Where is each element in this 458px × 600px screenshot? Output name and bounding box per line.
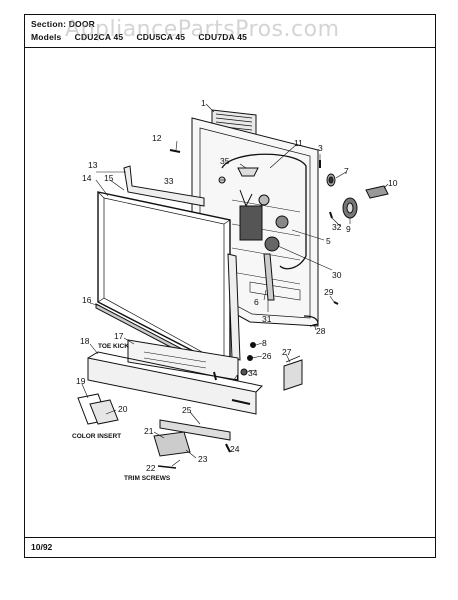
- callout-20: 20: [118, 404, 128, 414]
- top-bracket: [123, 165, 205, 207]
- callout-35: 35: [220, 156, 230, 166]
- kick-plate-18: [87, 351, 264, 415]
- models-label: Models: [31, 32, 62, 42]
- trim-screws: [157, 465, 177, 469]
- callout-29: 29: [324, 287, 334, 297]
- screw-4: [213, 371, 217, 381]
- bracket-23: [153, 431, 191, 457]
- callout-31: 31: [262, 314, 272, 324]
- callout-13: 13: [88, 160, 98, 170]
- toe-kick-panel: [127, 339, 239, 381]
- callout-11: 11: [294, 138, 303, 148]
- callout-14: 14: [82, 173, 92, 183]
- callout-34: 34: [248, 368, 258, 378]
- callout-15: 15: [104, 173, 114, 183]
- outer-door-panel: [97, 191, 231, 372]
- model-3: CDU7DA 45: [198, 32, 248, 42]
- handle-10: [365, 185, 389, 199]
- bracket-27: [283, 359, 303, 391]
- model-1: CDU2CA 45: [74, 32, 124, 42]
- lower-tab-28: [303, 315, 319, 327]
- callout-4: 4: [234, 373, 239, 383]
- trim-screws-caption: TRIM SCREWS: [124, 475, 171, 482]
- door-gasket: [221, 153, 307, 270]
- detergent-dispenser: [239, 194, 289, 301]
- trim-25: [159, 419, 231, 441]
- callout-21: 21: [144, 426, 154, 436]
- color-insert: [77, 393, 119, 425]
- callout-10: 10: [388, 178, 398, 188]
- callout-26: 26: [262, 351, 272, 361]
- callout-22: 22: [146, 463, 156, 473]
- callout-23: 23: [198, 454, 208, 464]
- callout-24: 24: [230, 444, 240, 454]
- callout-12: 12: [152, 133, 162, 143]
- callout-5: 5: [326, 236, 331, 246]
- screw-32: [329, 211, 333, 219]
- dial-9: [342, 197, 358, 219]
- section-label: Section: DOOR: [31, 19, 95, 29]
- callout-18: 18: [80, 336, 90, 346]
- callout-8: 8: [262, 338, 267, 348]
- leader-lines: [81, 103, 389, 467]
- callout-27: 27: [282, 347, 292, 357]
- callout-33: 33: [164, 176, 174, 186]
- toe-kick-caption: TOE KICK: [98, 343, 129, 350]
- knob-7: [326, 173, 336, 187]
- callout-32: 32: [332, 222, 342, 232]
- callout-9: 9: [346, 224, 351, 234]
- screw-26: [247, 355, 253, 361]
- callout-25: 25: [182, 405, 192, 415]
- callout-16: 16: [82, 295, 92, 305]
- callout-17: 17: [114, 331, 124, 341]
- callout-28: 28: [316, 326, 326, 336]
- callout-19: 19: [76, 376, 86, 386]
- color-insert-caption: COLOR INSERT: [72, 433, 121, 440]
- footer-rule: [25, 537, 435, 538]
- callout-3: 3: [318, 143, 323, 153]
- screw-12: [169, 149, 181, 153]
- models-line: Models CDU2CA 45 CDU5CA 45 CDU7DA 45: [31, 32, 247, 42]
- revision-date: 10/92: [31, 542, 53, 552]
- callout-7: 7: [344, 166, 349, 176]
- model-2: CDU5CA 45: [136, 32, 186, 42]
- side-strip-6: [227, 253, 241, 361]
- screw-8: [250, 342, 256, 348]
- screw-29: [333, 301, 339, 305]
- callout-1: 1: [201, 98, 206, 108]
- callout-6: 6: [254, 297, 259, 307]
- callout-numbers: 1 3 4 5 6 7 8 9 10 11 12 13 14 15 16 17 …: [76, 98, 398, 473]
- callout-30: 30: [332, 270, 342, 280]
